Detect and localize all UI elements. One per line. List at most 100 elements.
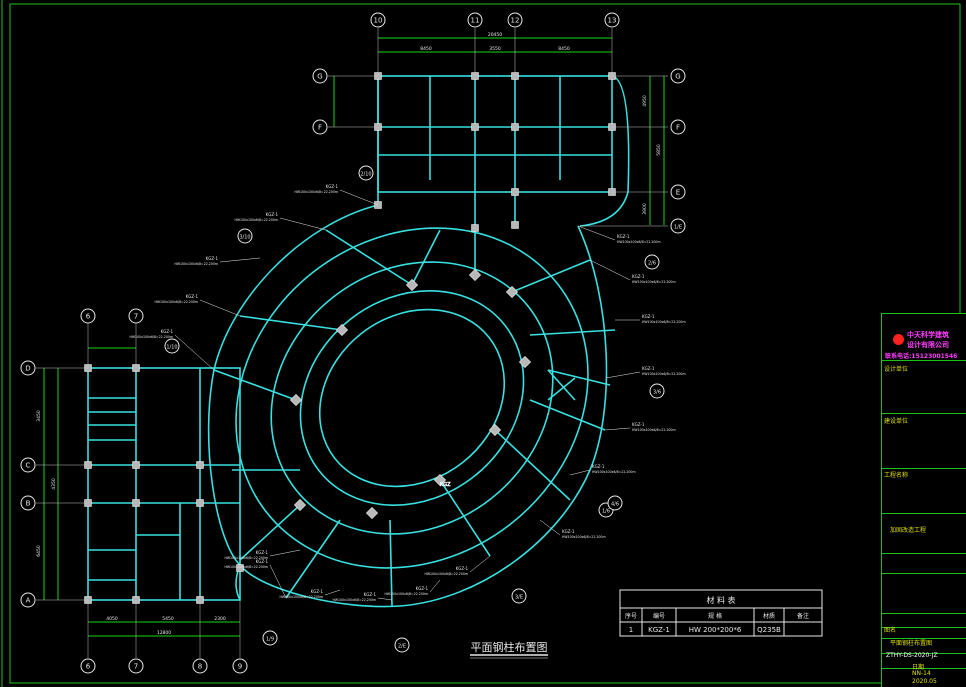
tb-drawing-no: ZTHY-DS-2020-JZ: [886, 652, 938, 659]
svg-text:9: 9: [238, 663, 242, 671]
svg-text:13: 13: [608, 17, 617, 25]
grid-bubble-bottom: 6: [80, 658, 96, 674]
upper-rect-block: [377, 75, 630, 228]
svg-text:KGZ-1: KGZ-1: [456, 566, 469, 571]
svg-text:D: D: [25, 365, 30, 373]
grid-bubble-right: E: [670, 184, 686, 200]
column-diamond: [293, 498, 307, 512]
company-name-2: 设计有限公司: [907, 341, 949, 349]
svg-text:KGZ-1: KGZ-1: [562, 529, 575, 534]
column-diamond: [488, 423, 502, 437]
grid-bubble-top: 12: [507, 12, 523, 28]
svg-text:2/6: 2/6: [648, 261, 656, 267]
svg-text:G: G: [675, 73, 680, 81]
svg-text:KGZ-1: KGZ-1: [617, 234, 630, 239]
grid-bubble-arc: 2/6: [644, 254, 660, 270]
svg-text:1/6: 1/6: [602, 509, 610, 515]
svg-text:KGZ-1: KGZ-1: [642, 314, 655, 319]
svg-text:HW100x100x6/8=22.200m: HW100x100x6/8=22.200m: [632, 428, 676, 432]
svg-text:HW100x100x6/8=22.200m: HW100x100x6/8=22.200m: [617, 240, 661, 244]
svg-text:KGZ-1: KGZ-1: [326, 184, 339, 189]
svg-text:KGZ-1: KGZ-1: [311, 589, 324, 594]
drawing-title: 平面钢柱布置图: [471, 640, 548, 654]
svg-text:HW100x100x6/8=22.200m: HW100x100x6/8=22.200m: [279, 595, 323, 599]
svg-text:G: G: [317, 73, 322, 81]
material-cell: KGZ-1: [648, 626, 670, 634]
column-square: [511, 123, 519, 131]
svg-text:KGZ-1: KGZ-1: [364, 592, 377, 597]
svg-text:11: 11: [471, 17, 480, 25]
svg-text:KGZ-1: KGZ-1: [161, 329, 174, 334]
material-header: 材质: [763, 612, 775, 620]
column-square: [236, 564, 244, 572]
grid-bubble-bottom: 8: [192, 658, 208, 674]
column-diamond: [468, 268, 482, 282]
svg-text:KGZ-1: KGZ-1: [256, 559, 269, 564]
svg-text:HW100x100x6/8=22.200m: HW100x100x6/8=22.200m: [632, 280, 676, 284]
svg-text:8: 8: [198, 663, 202, 671]
svg-text:HW100x100x6/8=22.200m: HW100x100x6/8=22.200m: [332, 598, 376, 602]
svg-text:HW100x100x6/8=22.200m: HW100x100x6/8=22.200m: [642, 372, 686, 376]
svg-text:A: A: [26, 597, 31, 605]
svg-text:2/10: 2/10: [360, 172, 371, 178]
svg-text:HW100x100x6/8=22.200m: HW100x100x6/8=22.200m: [424, 572, 468, 576]
tb-sheet-name: 平面钢柱布置图: [890, 640, 933, 647]
grid-bubble-left-top: 6: [80, 308, 96, 324]
grid-bubble-arc: 2/E: [394, 637, 410, 653]
column-square: [196, 461, 204, 469]
svg-text:B: B: [26, 500, 31, 508]
tb-project-name: 加固改造工程: [890, 527, 927, 534]
svg-text:KGZ-1: KGZ-1: [416, 586, 429, 591]
dim-bottom: 2300: [214, 616, 226, 622]
left-rect-block: [87, 367, 241, 601]
column-square: [132, 499, 140, 507]
column-diamond: [405, 278, 419, 292]
column-square: [511, 221, 519, 229]
svg-text:HW100x100x6/8=22.200m: HW100x100x6/8=22.200m: [154, 300, 198, 304]
column-square: [471, 224, 479, 232]
column-square: [132, 461, 140, 469]
company-logo-icon: [893, 334, 904, 345]
column-square: [471, 123, 479, 131]
material-cell: Q235B: [757, 626, 781, 634]
dim-right: 3900: [642, 203, 648, 215]
column-square: [511, 188, 519, 196]
dim-left: 4350: [51, 478, 57, 490]
dim-bottom: 4050: [106, 616, 118, 622]
grid-bubble-left: C: [20, 457, 36, 473]
title-block: [881, 313, 966, 687]
svg-text:7: 7: [134, 663, 138, 671]
svg-text:HW100x100x6/8=22.200m: HW100x100x6/8=22.200m: [562, 535, 606, 539]
svg-text:3/E: 3/E: [515, 595, 523, 601]
svg-text:HW100x100x6/8=22.200m: HW100x100x6/8=22.200m: [234, 218, 278, 222]
center-mark-label: KGZ: [440, 482, 451, 488]
svg-text:12: 12: [511, 17, 520, 25]
material-table-title: 材 料 表: [706, 595, 735, 605]
grid-bubble-arc: 2/10: [358, 165, 374, 181]
svg-text:KGZ-1: KGZ-1: [642, 366, 655, 371]
svg-text:KGZ-1: KGZ-1: [632, 422, 645, 427]
svg-text:C: C: [26, 462, 31, 470]
column-diamond: [505, 285, 519, 299]
tb-label-project: 工程名称: [884, 472, 909, 479]
svg-text:HW100x100x6/8=22.200m: HW100x100x6/8=22.200m: [642, 320, 686, 324]
grid-bubble-left: B: [20, 495, 36, 511]
grid-bubble-arc: 3/6: [649, 383, 665, 399]
svg-text:7: 7: [134, 313, 138, 321]
tb-label-sheet: 图名: [884, 627, 897, 634]
column-square: [196, 499, 204, 507]
svg-text:KGZ-1: KGZ-1: [186, 294, 199, 299]
